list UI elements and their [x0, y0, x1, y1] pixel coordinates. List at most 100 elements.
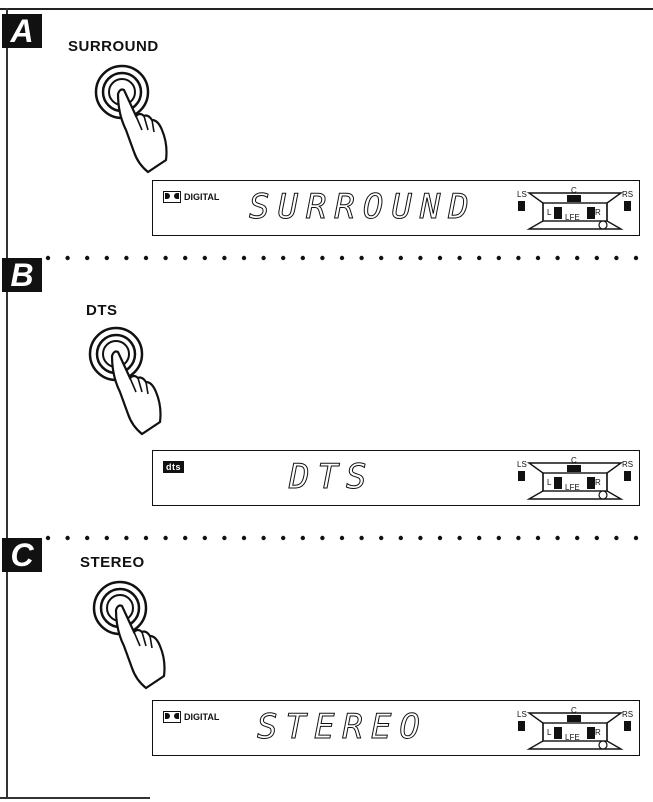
separator-dot — [339, 535, 345, 541]
separator-dot — [320, 255, 325, 261]
separator-bc — [45, 535, 639, 541]
separator-dot — [359, 255, 364, 261]
separator-dot — [163, 535, 168, 541]
speaker-room-inner — [542, 202, 608, 222]
separator-dot — [398, 255, 403, 261]
separator-dot — [222, 255, 227, 261]
speaker-ls-icon — [518, 201, 525, 211]
separator-dot — [45, 255, 51, 261]
speaker-room-inner — [542, 722, 608, 742]
separator-dot — [457, 535, 462, 541]
separator-dot — [594, 255, 599, 261]
speaker-sub-icon — [598, 220, 608, 230]
display-readout: STEREO — [257, 707, 428, 748]
speaker-label-lfe: LFE — [565, 733, 580, 742]
speaker-ls-icon — [518, 471, 525, 481]
finger-press-button-icon — [88, 326, 162, 436]
speaker-l-icon — [554, 727, 562, 739]
speaker-l-icon — [554, 477, 562, 489]
speaker-room-inner — [542, 472, 608, 492]
separator-dot — [104, 255, 109, 261]
speaker-label-l: L — [547, 208, 552, 217]
separator-dot — [614, 255, 619, 261]
button-label: DTS — [86, 302, 118, 319]
speaker-sub-icon — [598, 490, 608, 500]
speaker-label-l: L — [547, 478, 552, 487]
separator-dot — [398, 535, 403, 541]
speaker-label-lfe: LFE — [565, 483, 580, 492]
separator-ab — [45, 255, 639, 261]
separator-dot — [555, 255, 560, 261]
separator-dot — [281, 535, 286, 541]
separator-dot — [183, 535, 188, 541]
speaker-label-ls: LS — [517, 710, 527, 719]
logo-text: DIGITAL — [184, 712, 220, 722]
speaker-sub-icon — [598, 740, 608, 750]
separator-dot — [143, 255, 149, 261]
separator-dot — [575, 535, 580, 541]
separator-dot — [241, 255, 247, 261]
speaker-label-c: C — [571, 186, 577, 195]
speaker-label-ls: LS — [517, 460, 527, 469]
separator-dot — [555, 535, 560, 541]
display-readout: DTS — [288, 457, 375, 498]
separator-dot — [516, 535, 521, 541]
separator-dot — [379, 535, 384, 541]
speaker-rs-icon — [624, 471, 631, 481]
speaker-label-rs: RS — [622, 710, 633, 719]
speaker-rs-icon — [624, 721, 631, 731]
separator-dot — [594, 535, 599, 541]
separator-dot — [359, 535, 364, 541]
separator-dot — [496, 535, 501, 541]
speaker-r-icon — [587, 207, 595, 219]
separator-dot — [202, 255, 207, 261]
separator-dot — [320, 535, 325, 541]
speaker-label-c: C — [571, 456, 577, 465]
logo-text: DIGITAL — [184, 192, 220, 202]
separator-dot — [261, 535, 266, 541]
speaker-c-icon — [567, 465, 581, 472]
separator-dot — [45, 535, 51, 541]
speaker-label-lfe: LFE — [565, 213, 580, 222]
separator-dot — [202, 535, 207, 541]
speaker-label-rs: RS — [622, 190, 633, 199]
separator-dot — [143, 535, 149, 541]
separator-dot — [379, 255, 384, 261]
separator-dot — [65, 535, 70, 541]
separator-dot — [535, 255, 541, 261]
separator-dot — [281, 255, 286, 261]
finger-press-button-icon — [92, 580, 166, 690]
display-readout: SURROUND — [249, 187, 477, 228]
speaker-rs-icon — [624, 201, 631, 211]
separator-dot — [339, 255, 345, 261]
separator-dot — [124, 255, 129, 261]
separator-dot — [633, 255, 639, 261]
button-label: STEREO — [80, 554, 145, 571]
separator-dot — [457, 255, 462, 261]
separator-dot — [124, 535, 129, 541]
separator-dot — [575, 255, 580, 261]
separator-dot — [633, 535, 639, 541]
speaker-l-icon — [554, 207, 562, 219]
separator-dot — [85, 535, 90, 541]
speaker-label-r: R — [595, 728, 601, 737]
section-letter: C — [2, 538, 42, 572]
speaker-label-c: C — [571, 706, 577, 715]
speaker-r-icon — [587, 727, 595, 739]
speaker-r-icon — [587, 477, 595, 489]
separator-dot — [183, 255, 188, 261]
separator-dot — [65, 255, 70, 261]
separator-dot — [241, 535, 247, 541]
separator-dot — [222, 535, 227, 541]
dts-logo-icon: dts — [163, 461, 184, 473]
separator-dot — [163, 255, 168, 261]
section-letter: B — [2, 258, 42, 292]
